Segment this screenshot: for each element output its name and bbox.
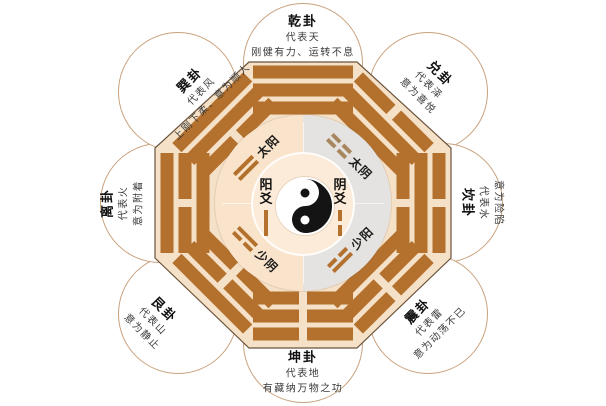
trigram-qian: [253, 65, 353, 115]
yang-yao: 阳爻: [258, 179, 274, 236]
taiji-white-dot: [300, 215, 310, 224]
gua-desc: 意为险陷: [492, 180, 504, 226]
yin-line: [338, 210, 342, 236]
petal-label-qian: 乾卦 代表天 刚健有力、运转不息: [251, 14, 355, 61]
yang-yao-label: 阳爻: [259, 178, 273, 207]
gua-name-qian: 乾卦: [287, 14, 318, 30]
yin-yao: 阴爻: [332, 179, 348, 236]
gua-desc: 代表天: [285, 32, 321, 44]
petal-label-li: 离卦 代表火 意为附着: [100, 180, 147, 226]
gua-desc: 代表水: [477, 185, 489, 221]
taiji-symbol: [276, 177, 334, 235]
gua-desc: 有藏纳万物之功: [262, 383, 344, 395]
gua-desc: 代表火: [118, 185, 130, 221]
yin-yao-label: 阴爻: [333, 178, 347, 207]
gua-name-kan: 坎卦: [459, 187, 475, 218]
taiji-black-dot: [300, 188, 310, 197]
gua-desc: 刚健有力、运转不息: [251, 47, 355, 59]
gua-name-kun: 坤卦: [287, 350, 318, 366]
gua-desc: 意为附着: [133, 180, 145, 226]
petal-label-kan: 意为险陷 代表水 坎卦: [459, 180, 506, 226]
yang-line: [264, 210, 268, 236]
gua-desc: 代表地: [285, 368, 321, 380]
petal-label-kun: 坤卦 代表地 有藏纳万物之功: [263, 350, 344, 397]
gua-name-li: 离卦: [100, 188, 116, 219]
